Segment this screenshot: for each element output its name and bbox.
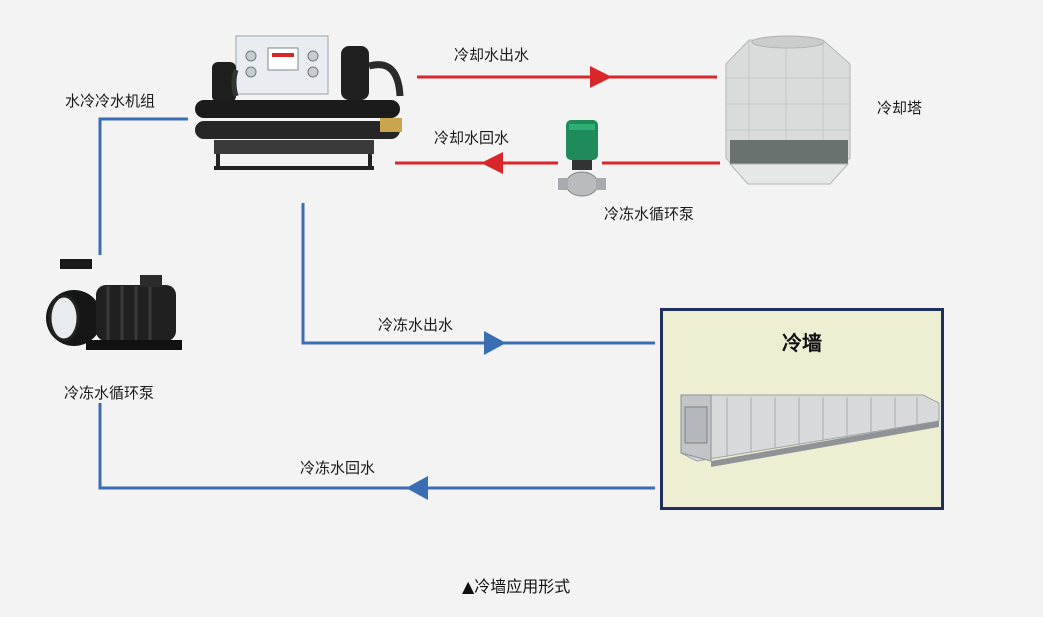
label-cooling-water-out: 冷却水出水 xyxy=(454,46,530,64)
cold-wall-unit-icon xyxy=(680,394,940,467)
cooling-tower-icon xyxy=(725,35,851,185)
label-pump-cooling-side: 冷冻水循环泵 xyxy=(604,205,695,223)
label-chiller-unit: 水冷冷水机组 xyxy=(65,92,156,110)
chiller-unit-icon xyxy=(195,35,404,170)
label-chilled-water-return: 冷冻水回水 xyxy=(300,459,376,477)
label-chilled-water-out: 冷冻水出水 xyxy=(378,316,454,334)
cold-wall-title: 冷墙 xyxy=(782,331,822,355)
chilled-water-return-arrow xyxy=(406,476,428,500)
label-cooling-water-return: 冷却水回水 xyxy=(434,129,510,147)
inline-pump-icon xyxy=(558,120,606,197)
cooling-water-return-arrow xyxy=(481,152,503,174)
chilled-water-out-arrow xyxy=(484,331,506,355)
chilled-water-out-line xyxy=(301,203,655,345)
chilled-water-return-line xyxy=(98,403,655,490)
cold-wall-box: 冷墙 xyxy=(660,308,944,510)
figure-caption: ▲冷墙应用形式 xyxy=(462,577,571,596)
pump-to-chiller-line xyxy=(98,117,188,255)
cooling-water-out-arrow xyxy=(590,66,612,88)
label-pump-chilled-side: 冷冻水循环泵 xyxy=(64,384,155,402)
label-cooling-tower: 冷却塔 xyxy=(877,99,923,117)
centrifugal-pump-icon xyxy=(46,259,182,350)
